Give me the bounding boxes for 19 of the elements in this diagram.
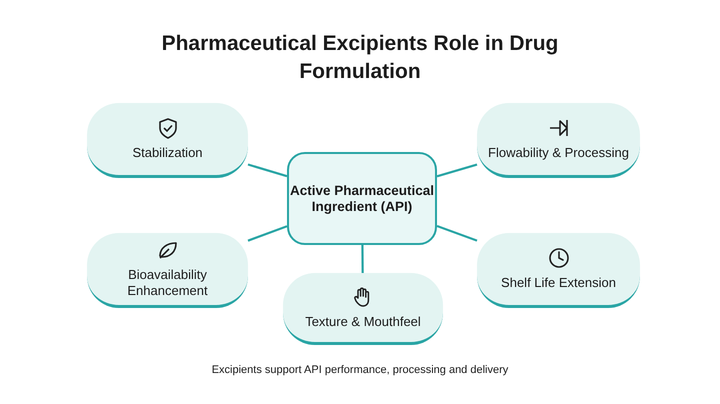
- node-label: Active Pharmaceutical Ingredient (API): [289, 182, 435, 214]
- node-label: Flowability & Processing: [488, 145, 629, 161]
- node-label: Stabilization: [132, 145, 203, 161]
- connector-line: [361, 244, 364, 274]
- central-node: [287, 152, 437, 245]
- rounded-card: [87, 233, 248, 308]
- caption: Excipients support API performance, processing and delivery: [210, 364, 510, 376]
- diagram-title: Pharmaceutical Excipients Role in Drug Formulation: [160, 31, 560, 85]
- connector-line: [436, 164, 478, 178]
- connector-line: [248, 225, 288, 242]
- rounded-card: [87, 103, 248, 178]
- connector-line: [248, 163, 288, 178]
- rounded-card: [477, 233, 640, 308]
- node-label: Shelf Life Extension: [501, 275, 616, 291]
- node-label: Bioavailability Enhancement: [126, 267, 209, 299]
- rounded-card: [477, 103, 640, 178]
- node-label: Texture & Mouthfeel: [305, 314, 421, 330]
- connector-line: [436, 224, 478, 242]
- rounded-card: [283, 273, 443, 345]
